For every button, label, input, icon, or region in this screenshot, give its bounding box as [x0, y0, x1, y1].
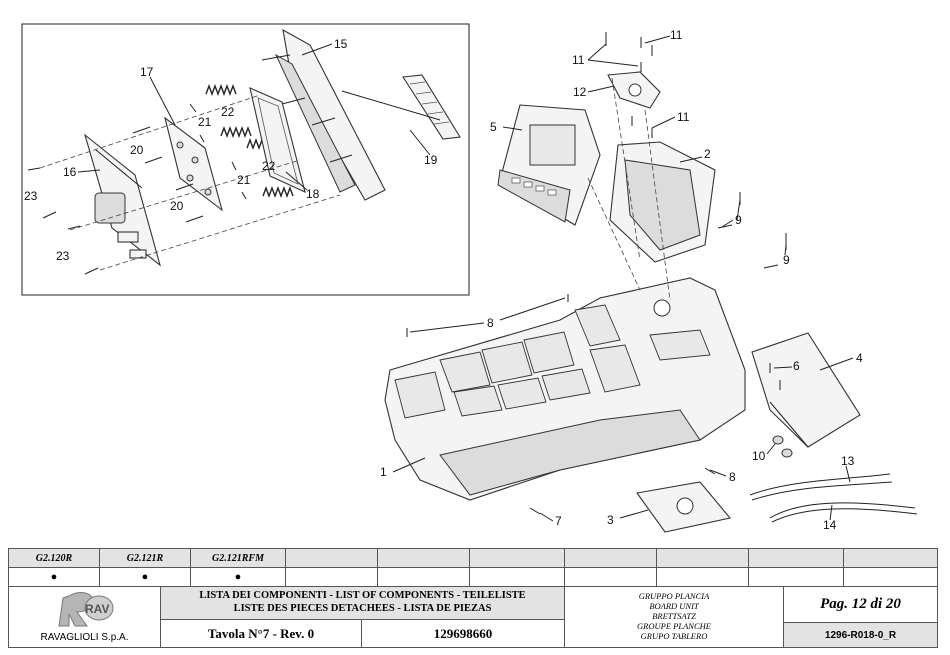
callout-9: 9 — [783, 253, 790, 267]
exploded-view-drawing: 1 2 3 4 5 6 7 8 8 9 9 10 11 11 11 12 13 … — [21, 23, 918, 533]
callout-8: 8 — [487, 316, 494, 330]
applicability-dot: ● — [8, 567, 100, 587]
callout-23: 23 — [56, 249, 70, 263]
callout-8: 8 — [729, 470, 736, 484]
empty-cell — [843, 548, 938, 568]
callout-21: 21 — [237, 173, 251, 187]
callout-11: 11 — [572, 53, 585, 67]
company-name: RAVAGLIOLI S.p.A. — [40, 632, 129, 643]
model-header: G2.121R — [99, 548, 191, 568]
group-name: GRUPPO PLANCIA — [638, 591, 710, 601]
callout-16: 16 — [63, 165, 77, 179]
part-number: 129698660 — [361, 619, 565, 648]
logo-cell: RAV RAVAGLIOLI S.p.A. — [8, 586, 161, 648]
group-name: BOARD UNIT — [649, 601, 699, 611]
callout-22: 22 — [221, 105, 235, 119]
callout-12: 12 — [573, 85, 587, 99]
part-7-8-screws — [406, 294, 716, 515]
part-21-screws — [189, 103, 247, 200]
callout-18: 18 — [306, 187, 320, 201]
leader-lines — [77, 35, 854, 522]
part-23-screws — [27, 167, 99, 275]
empty-cell — [843, 567, 938, 587]
empty-cell — [564, 548, 657, 568]
group-name: GROUPE PLANCHE — [637, 621, 711, 631]
part-20-pins — [132, 126, 204, 223]
part-5-display — [497, 104, 601, 226]
part-1-board — [384, 277, 746, 501]
document-code: 1296-R018-0_R — [783, 622, 938, 648]
detail-inset-frame — [21, 23, 470, 296]
title-block: G2.120R G2.121R G2.121RFM ● ● ● RAV RAVA… — [8, 548, 938, 648]
table-number: Tavola N°7 - Rev. 0 — [160, 619, 362, 648]
empty-cell — [377, 567, 470, 587]
empty-cell — [285, 548, 378, 568]
callout-11: 11 — [670, 28, 683, 42]
empty-cell — [564, 567, 657, 587]
callout-20: 20 — [170, 199, 184, 213]
svg-text:RAV: RAV — [85, 602, 109, 616]
part-4-plate — [751, 332, 861, 448]
callout-6: 6 — [793, 359, 800, 373]
part-9-screws — [717, 192, 787, 269]
empty-cell — [469, 567, 565, 587]
page-number: Pag. 12 di 20 — [783, 586, 938, 623]
components-list-title: LISTA DEI COMPONENTI - LIST OF COMPONENT… — [160, 586, 565, 620]
part-18-gasket — [249, 87, 306, 193]
group-names: GRUPPO PLANCIA BOARD UNIT BRETTSATZ GROU… — [564, 586, 784, 648]
callout-4: 4 — [856, 351, 863, 365]
callout-20: 20 — [130, 143, 144, 157]
part-17-plate — [164, 116, 223, 212]
callout-23: 23 — [24, 189, 38, 203]
ravaglioli-logo: RAV — [58, 592, 114, 627]
empty-cell — [748, 567, 844, 587]
part-3-plate — [636, 481, 732, 533]
callout-9: 9 — [735, 213, 742, 227]
empty-cell — [656, 567, 749, 587]
callout-14: 14 — [823, 518, 837, 532]
callout-7: 7 — [555, 514, 562, 528]
model-header: G2.121RFM — [190, 548, 286, 568]
callout-11: 11 — [677, 110, 690, 124]
applicability-dot: ● — [99, 567, 191, 587]
part-6-screws — [769, 363, 781, 390]
part-10-bushings — [772, 435, 793, 458]
list-title-line: LISTA DEI COMPONENTI - LIST OF COMPONENT… — [199, 590, 526, 601]
group-name: BRETTSATZ — [652, 611, 696, 621]
callout-22: 22 — [262, 159, 276, 173]
part-11-screws — [605, 32, 653, 138]
callout-21: 21 — [198, 115, 212, 129]
model-header: G2.120R — [8, 548, 100, 568]
part-12-bracket — [607, 71, 661, 109]
callout-5: 5 — [490, 120, 497, 134]
applicability-dot: ● — [190, 567, 286, 587]
callout-19: 19 — [424, 153, 438, 167]
callout-15: 15 — [334, 37, 348, 51]
part-19-label — [341, 74, 461, 140]
callout-10: 10 — [752, 449, 766, 463]
part-13-14-cables — [749, 473, 918, 523]
part-15-housing — [261, 28, 386, 201]
callout-3: 3 — [607, 513, 614, 527]
part-2-cover — [609, 141, 716, 263]
part-16-switch-body — [83, 133, 161, 267]
empty-cell — [469, 548, 565, 568]
callout-1: 1 — [380, 465, 387, 479]
list-title-line: LISTE DES PIECES DETACHEES - LISTA DE PI… — [233, 603, 492, 614]
callout-13: 13 — [841, 454, 855, 468]
group-name: GRUPO TABLERO — [640, 631, 708, 641]
empty-cell — [656, 548, 749, 568]
empty-cell — [748, 548, 844, 568]
empty-cell — [285, 567, 378, 587]
callout-2: 2 — [704, 147, 711, 161]
callout-17: 17 — [140, 65, 154, 79]
empty-cell — [377, 548, 470, 568]
